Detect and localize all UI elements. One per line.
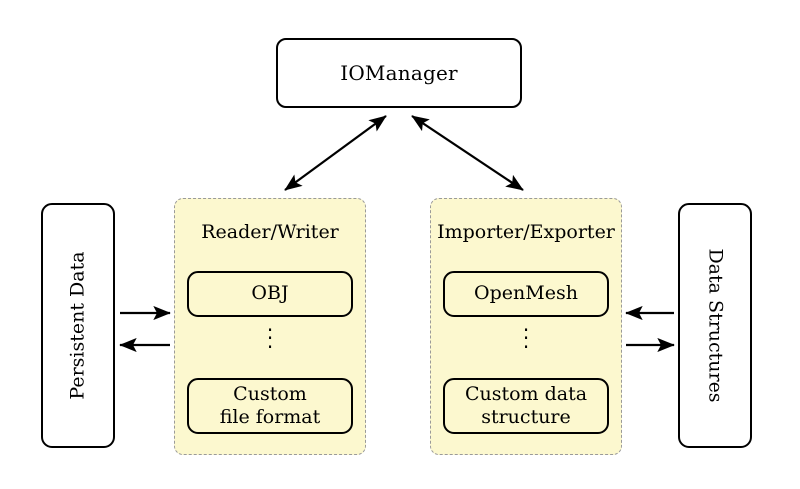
- custom-file-format-label: Custom file format: [220, 383, 321, 429]
- custom-data-structure-line2: structure: [481, 406, 571, 428]
- openmesh-box[interactable]: OpenMesh: [443, 271, 609, 317]
- data-structures-box[interactable]: Data Structures: [678, 203, 752, 448]
- importer-exporter-panel[interactable]: Importer/Exporter OpenMesh ··· Custom da…: [430, 198, 622, 455]
- custom-data-structure-label: Custom data structure: [465, 383, 587, 429]
- reader-writer-panel[interactable]: Reader/Writer OBJ ··· Custom file format: [174, 198, 366, 455]
- custom-data-structure-box[interactable]: Custom data structure: [443, 378, 609, 434]
- reader-writer-ellipsis-icon: ···: [266, 318, 274, 359]
- importer-exporter-title: Importer/Exporter: [437, 221, 615, 243]
- data-structures-label: Data Structures: [704, 248, 727, 403]
- custom-data-structure-line1: Custom data: [464, 382, 588, 405]
- importer-exporter-ellipsis-icon: ···: [522, 318, 530, 359]
- persistent-data-label: Persistent Data: [66, 251, 89, 400]
- arrow-manager-to-reader-writer: [284, 115, 387, 191]
- arrow-manager-to-importer-exporter: [411, 115, 524, 191]
- iomanager-label: IOManager: [340, 61, 458, 85]
- iomanager-box[interactable]: IOManager: [276, 38, 522, 108]
- custom-file-format-box[interactable]: Custom file format: [187, 378, 353, 434]
- persistent-data-box[interactable]: Persistent Data: [41, 203, 115, 448]
- obj-label: OBJ: [251, 282, 289, 305]
- custom-file-format-line2: file format: [219, 406, 321, 428]
- openmesh-label: OpenMesh: [474, 282, 578, 305]
- custom-file-format-line1: Custom: [233, 382, 307, 405]
- reader-writer-title: Reader/Writer: [201, 221, 339, 243]
- obj-box[interactable]: OBJ: [187, 271, 353, 317]
